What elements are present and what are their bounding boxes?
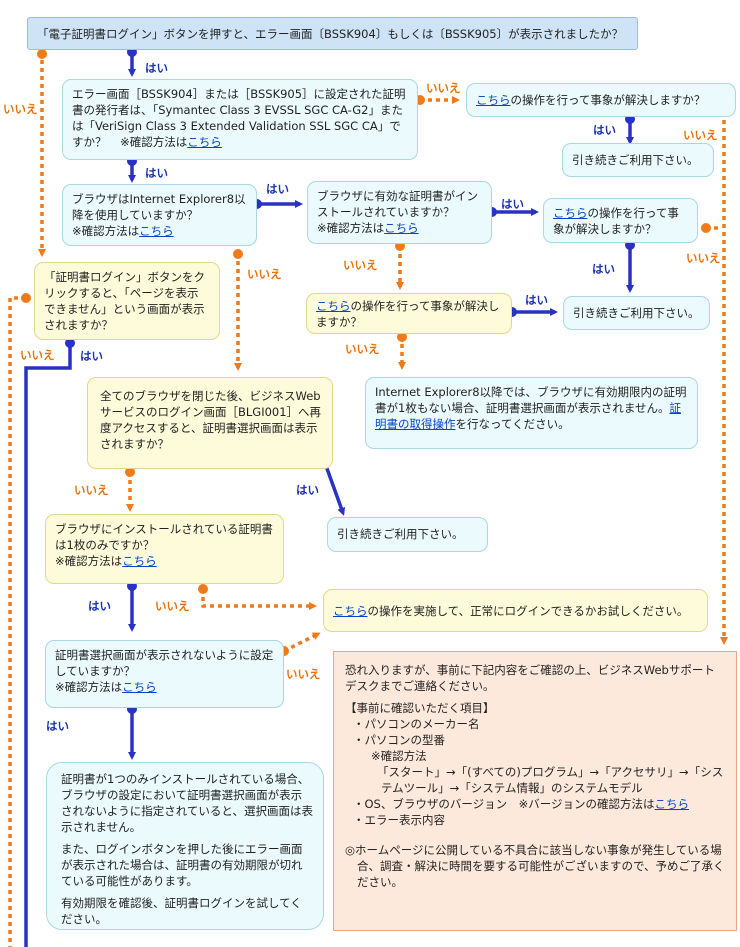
resolve-1-text: の操作を行って事象が解決しますか？ [510,93,706,107]
yes-label-close-browsers: はい [296,483,319,497]
no-select-question: 証明書選択画面が表示されないように設定していますか？ ※確認方法はこちら [45,640,284,708]
resolve-2-link[interactable]: こちら [553,206,588,220]
resolve-question-3: こちらの操作を行って事象が解決しますか？ [306,293,512,334]
one-cert-check-prefix: ※確認方法は [55,554,123,568]
contact-heading: 【事前に確認いただく項目】 [345,701,495,715]
resolve-3-link[interactable]: こちら [316,299,351,313]
yes-label-no-select: はい [46,719,69,733]
try-login-link[interactable]: こちら [333,604,368,618]
valid-cert-check-link[interactable]: こちら [384,221,419,235]
ie8-info-text: Internet Explorer8以降では、ブラウザに有効期限内の証明書が1枚… [375,385,687,415]
yes-label-issuer: はい [145,166,168,180]
ie8-question: ブラウザはInternet Explorer8以降を使用していますか？ ※確認方… [62,184,257,246]
page-error-question: 「証明書ログイン」ボタンをクリックすると、「ページを表示できません」という画面が… [34,262,220,340]
issuer-question-text: エラー画面［BSSK904］または［BSSK905］に設定された証明書の発行者は… [72,87,406,149]
ie8-info: Internet Explorer8以降では、ブラウザに有効期限内の証明書が1枚… [365,377,698,449]
no-label-close-browsers: いいえ [74,483,109,497]
continue-2-text: 引き続きご利用下さい。 [573,306,700,320]
resolve-3-text: の操作を行って事象が解決しますか？ [316,299,500,329]
yes-label-resolve-2: はい [592,262,615,276]
valid-cert-question: ブラウザに有効な証明書がインストールされていますか？ ※確認方法はこちら [307,181,492,244]
continue-box-2: 引き続きご利用下さい。 [563,296,710,330]
continue-3-text: 引き続きご利用下さい。 [337,527,464,541]
issuer-question: エラー画面［BSSK904］または［BSSK905］に設定された証明書の発行者は… [62,79,418,160]
yes-label-valid-cert: はい [501,197,524,211]
try-login-box: こちらの操作を実施して、正常にログインできるかお試しください。 [323,589,708,632]
contact-item-error: ・エラー表示内容 [353,813,445,827]
one-cert-check-link[interactable]: こちら [122,554,157,568]
version-check-link[interactable]: こちら [654,797,690,811]
resolve-question-1: こちらの操作を行って事象が解決しますか？ [466,83,736,117]
no-label-page-error: いいえ [20,348,55,362]
contact-item-version: ・OS、ブラウザのバージョン ※バージョンの確認方法は [353,797,655,811]
no-label-issuer: いいえ [426,81,461,95]
yes-label-resolve-1: はい [593,123,616,137]
top-question-text: 「電子証明書ログイン」ボタンを押すと、エラー画面〔BSSK904〕もしくは〔BS… [37,27,624,41]
no-label-ie8: いいえ [247,267,282,281]
try-login-text: の操作を実施して、正常にログインできるかお試しください。 [367,604,689,618]
ie8-question-text: ブラウザはInternet Explorer8以降を使用していますか？ [72,192,246,222]
final-info-p3: 有効期限を確認後、証明書ログインを試してください。 [61,896,302,926]
resolve-1-link[interactable]: こちら [476,93,511,107]
ie8-info-suffix: を行なってください。 [455,417,570,431]
continue-box-3: 引き続きご利用下さい。 [327,517,488,552]
close-browsers-text: 全てのブラウザを閉じた後、ビジネスWebサービスのログイン画面［BLGI001］… [100,389,322,451]
final-info-p1: 証明書が1つのみインストールされている場合、ブラウザの設定において証明書選択画面… [61,772,313,834]
final-info-p2: また、ログインボタンを押した後にエラー画面が表示された場合は、証明書の有効期限が… [61,842,303,888]
no-label-resolve-2: いいえ [686,251,721,265]
yes-label-page-error: はい [80,349,103,363]
close-browsers-question: 全てのブラウザを閉じた後、ビジネスWebサービスのログイン画面［BLGI001］… [87,377,333,469]
yes-label-top: はい [145,61,168,75]
resolve-2-text: の操作を行って事象が解決しますか？ [553,206,679,236]
no-select-text: 証明書選択画面が表示されないように設定していますか？ [55,648,274,678]
valid-cert-text: ブラウザに有効な証明書がインストールされていますか？ [317,189,478,219]
no-label-no-select: いいえ [286,667,321,681]
contact-box: 恐れ入りますが、事前に下記内容をご確認の上、ビジネスWebサポートデスクまでご連… [333,651,737,931]
contact-item-maker: ・パソコンのメーカー名 [353,717,480,731]
yes-label-ie8: はい [266,182,289,196]
ie8-check-link[interactable]: こちら [139,224,174,238]
no-select-check-link[interactable]: こちら [122,680,157,694]
no-label-resolve-1: いいえ [683,128,718,142]
issuer-check-prefix: ※確認方法は [120,135,188,149]
valid-cert-check-prefix: ※確認方法は [317,221,385,235]
issuer-check-link[interactable]: こちら [187,135,222,149]
no-select-check-prefix: ※確認方法は [55,680,123,694]
contact-path: 「スタート」→「(すべての)プログラム」→「アクセサリ」→「システムツール」→「… [377,765,724,795]
no-label-top-left: いいえ [3,102,38,116]
one-cert-text: ブラウザにインストールされている証明書は1枚のみですか？ [55,522,273,552]
page-error-text: 「証明書ログイン」ボタンをクリックすると、「ページを表示できません」という画面が… [44,270,205,332]
yes-label-resolve-3: はい [525,293,548,307]
no-label-resolve-3: いいえ [345,342,380,356]
ie8-check-prefix: ※確認方法は [72,224,140,238]
top-question: 「電子証明書ログイン」ボタンを押すと、エラー画面〔BSSK904〕もしくは〔BS… [27,17,638,50]
yes-label-one-cert: はい [88,599,111,613]
cert-acquire-link[interactable]: 証明書の取得操作 [375,401,681,431]
one-cert-question: ブラウザにインストールされている証明書は1枚のみですか？ ※確認方法はこちら [45,514,284,584]
resolve-question-2: こちらの操作を行って事象が解決しますか？ [543,198,698,243]
contact-intro: 恐れ入りますが、事前に下記内容をご確認の上、ビジネスWebサポートデスクまでご連… [345,663,715,693]
continue-1-text: 引き続きご利用下さい。 [572,153,699,167]
contact-method: ※確認方法 [371,749,427,763]
final-info: 証明書が1つのみインストールされている場合、ブラウザの設定において証明書選択画面… [46,762,324,930]
contact-note: ◎ホームページに公開している不具合に該当しない事象が発生している場合、調査・解決… [345,843,725,889]
no-label-one-cert: いいえ [155,599,190,613]
continue-box-1: 引き続きご利用下さい。 [562,143,714,177]
contact-item-model: ・パソコンの型番 [353,733,445,747]
no-label-valid-cert: いいえ [343,258,378,272]
